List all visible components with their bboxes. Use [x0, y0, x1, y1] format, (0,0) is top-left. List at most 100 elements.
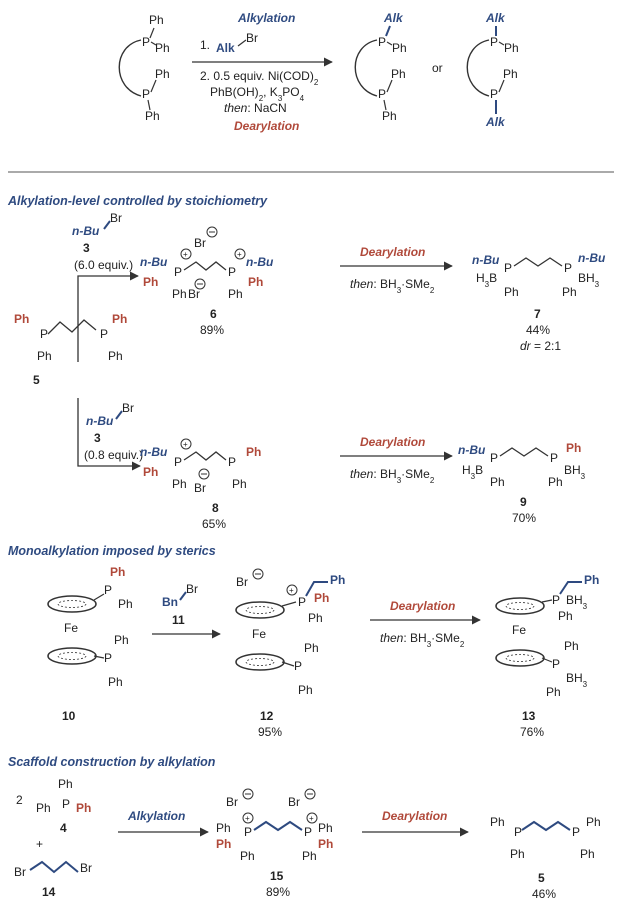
atom-p: P	[40, 327, 48, 341]
svg-text:+: +	[237, 250, 242, 259]
compound-5-product: Ph P Ph P Ph Ph 5 46%	[490, 815, 601, 901]
compound-label-5: 5	[538, 871, 545, 885]
atom-p: P	[378, 87, 386, 101]
nbu-label: n-Bu	[472, 253, 500, 267]
fe-label: Fe	[512, 623, 526, 637]
section-stoichiometry: Alkylation-level controlled by stoichiom…	[7, 194, 606, 531]
compound-label-10: 10	[62, 709, 76, 723]
nbu-label: n-Bu	[140, 255, 168, 269]
compound-label-11: 11	[172, 613, 185, 627]
compound-label-3: 3	[83, 241, 90, 255]
equiv-08-label: (0.8 equiv.)	[84, 448, 143, 462]
product-bis-alkyl: P Alk Ph P Ph Alk	[466, 11, 519, 129]
ph-label: Ph	[302, 849, 317, 863]
yield-15: 89%	[266, 885, 290, 899]
compound-14: Br Br 14	[14, 860, 92, 899]
br-label: Br	[194, 481, 206, 495]
ph-label: Ph	[318, 837, 333, 851]
branch-arrow-bottom	[77, 398, 141, 471]
ph-label: Ph	[108, 675, 123, 689]
compound-label-3: 3	[94, 431, 101, 445]
section3-title: Scaffold construction by alkylation	[8, 755, 216, 769]
compound-15: Br Ph Ph P + Ph Br P + Ph Ph Ph 15 89%	[216, 788, 333, 899]
atom-p: P	[552, 593, 560, 607]
yield-8: 65%	[202, 517, 226, 531]
atom-p: P	[228, 455, 236, 469]
compound-label-9: 9	[520, 495, 527, 509]
ph-label: Ph	[155, 41, 170, 55]
ph-label: Ph	[586, 815, 601, 829]
compound-label-8: 8	[212, 501, 219, 515]
ph-label: Ph	[114, 633, 129, 647]
ph-label: Ph	[490, 815, 505, 829]
br-label: Br	[122, 401, 134, 415]
top-scheme: P Ph Ph P Ph Ph Alkylation 1. Alk Br 2. …	[118, 11, 519, 133]
nbu-label: n-Bu	[578, 251, 606, 265]
ph-label: Ph	[37, 349, 52, 363]
nacn-condition: then: NaCN	[224, 101, 287, 115]
ph-label: Ph	[14, 312, 29, 326]
h3b-label: H3B	[476, 271, 497, 289]
ph-label: Ph	[391, 67, 406, 81]
section-sterics: Monoalkylation imposed by sterics Fe P P…	[8, 544, 599, 739]
compound-label-6: 6	[210, 307, 217, 321]
ph-label: Ph	[110, 565, 125, 579]
bh3-sme2-condition: then: BH3·SMe2	[350, 467, 435, 485]
ph-label: Ph	[504, 41, 519, 55]
bh3-label: BH3	[578, 271, 600, 289]
br-label: Br	[226, 795, 238, 809]
atom-p: P	[228, 265, 236, 279]
yield-6: 89%	[200, 323, 224, 337]
atom-p: P	[174, 455, 182, 469]
atom-p: P	[244, 825, 252, 839]
br-label: Br	[194, 236, 206, 250]
alk-label: Alk	[485, 11, 506, 25]
atom-p: P	[174, 265, 182, 279]
ph-label: Ph	[118, 597, 133, 611]
ph-label: Ph	[246, 445, 261, 459]
ph-label: Ph	[308, 611, 323, 625]
atom-p: P	[572, 825, 580, 839]
svg-text:+: +	[183, 440, 188, 449]
atom-p: P	[294, 659, 302, 673]
ph-label: Ph	[566, 441, 581, 455]
ni-cod-condition: 2. 0.5 equiv. Ni(COD)2	[200, 69, 319, 87]
alkylation-title: Alkylation	[237, 11, 295, 25]
ph-label: Ph	[392, 41, 407, 55]
svg-text:+: +	[245, 814, 250, 823]
ph-label: Ph	[149, 13, 164, 27]
atom-p: P	[62, 797, 70, 811]
compound-8: n-Bu Ph P + Ph P Ph Ph Br 8 65%	[140, 438, 261, 531]
dr-label: dr = 2:1	[520, 339, 561, 353]
equiv-6-label: (6.0 equiv.)	[74, 258, 133, 272]
compound-12: Br Fe + P Ph Ph Ph P Ph Ph 12 95%	[235, 568, 345, 739]
ph-label: Ph	[112, 312, 127, 326]
atom-p: P	[490, 35, 498, 49]
nbu-label: n-Bu	[86, 414, 114, 428]
ph-label: Ph	[330, 573, 345, 587]
svg-text:+: +	[289, 586, 294, 595]
dearylation-title: Dearylation	[234, 119, 299, 133]
dearylation-label: Dearylation	[360, 245, 425, 259]
bh3-label: BH3	[566, 671, 588, 689]
dearylation-label: Dearylation	[390, 599, 455, 613]
ph-label: Ph	[548, 475, 563, 489]
bh3-label: BH3	[564, 463, 586, 481]
yield-5: 46%	[532, 887, 556, 901]
fe-label: Fe	[252, 627, 266, 641]
ph-label: Ph	[580, 847, 595, 861]
ph-label: Ph	[298, 683, 313, 697]
nbu-label: n-Bu	[246, 255, 274, 269]
ph-label: Ph	[145, 109, 160, 123]
atom-p: P	[142, 35, 150, 49]
atom-p: P	[378, 35, 386, 49]
step1-number: 1.	[200, 38, 210, 52]
ph-label: Ph	[172, 477, 187, 491]
atom-p: P	[298, 595, 306, 609]
dearylation-label: Dearylation	[382, 809, 447, 823]
alkylation-label: Alkylation	[127, 809, 185, 823]
atom-p: P	[104, 651, 112, 665]
ph-label: Ph	[558, 609, 573, 623]
br-label: Br	[186, 582, 198, 596]
ph-label: Ph	[584, 573, 599, 587]
